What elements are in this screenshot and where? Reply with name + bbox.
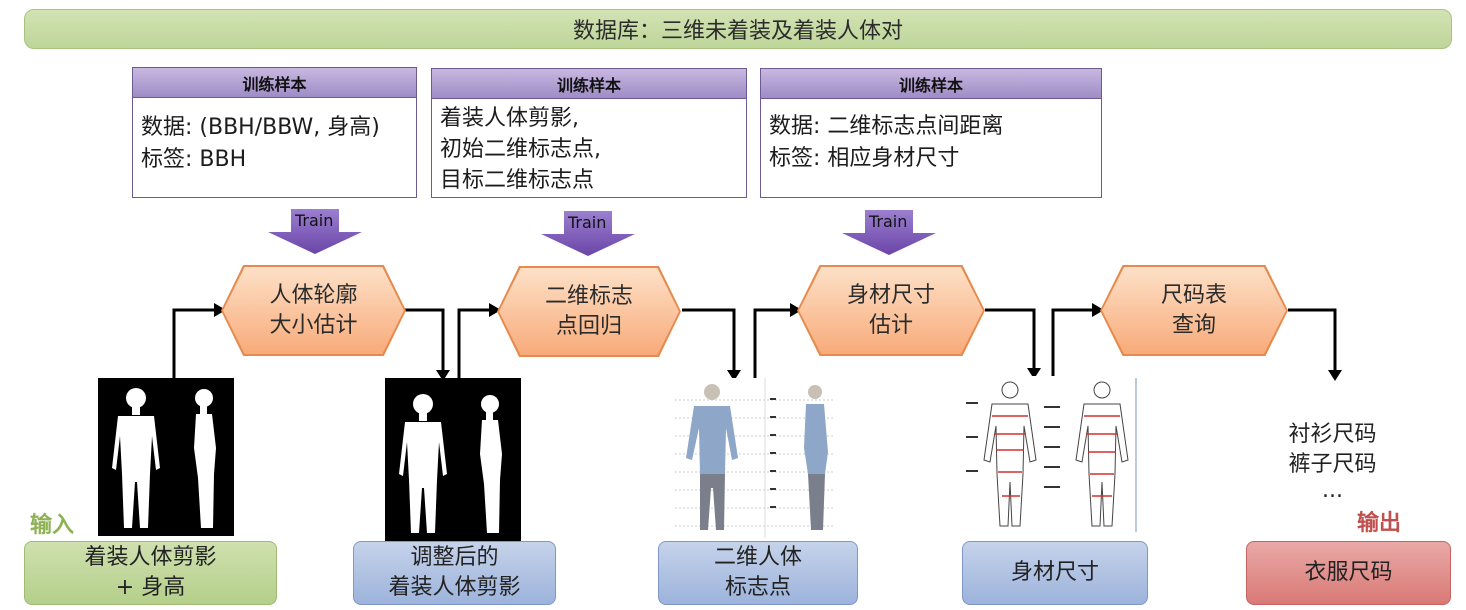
- box-line: 身材尺寸: [1010, 560, 1099, 585]
- box-line: 二维人体: [713, 545, 802, 570]
- sample-line: 数据: 二维标志点间距离: [769, 114, 1004, 139]
- connector-line: [753, 308, 790, 378]
- training-sample-3: 训练样本 数据: 二维标志点间距离 标签: 相应身材尺寸: [760, 68, 1102, 198]
- size-list: 衬衫尺码 裤子尺码 ...: [1270, 420, 1395, 502]
- process-line: 查询: [1171, 312, 1216, 338]
- connector-line: [1288, 308, 1337, 370]
- ellipsis: ...: [1322, 478, 1343, 503]
- box-line: + 身高: [115, 575, 186, 600]
- input-label: 输入: [30, 513, 75, 538]
- connector-line: [172, 308, 214, 378]
- sample-line: 着装人体剪影,: [440, 106, 579, 131]
- box-line: 标志点: [724, 575, 791, 600]
- sample-line: 初始二维标志点,: [440, 137, 601, 162]
- database-banner: 数据库：三维未着装及着装人体对: [24, 9, 1452, 49]
- arrow-head: [1027, 368, 1041, 379]
- landmark-figure: [670, 378, 840, 538]
- measurement-drawing: [966, 378, 1137, 532]
- landmark-drawing: [675, 378, 835, 538]
- process-measurement-estimation: 身材尺寸估计: [799, 267, 983, 354]
- adjusted-silhouette-box: 调整后的着装人体剪影: [353, 541, 556, 605]
- connector-line: [1051, 308, 1092, 376]
- sample-header: 训练样本: [761, 69, 1101, 99]
- output-label: 输出: [1357, 511, 1402, 536]
- landmarks-box: 二维人体标志点: [658, 541, 858, 605]
- silhouette-figures: [112, 388, 216, 528]
- process-line: 点回归: [555, 313, 622, 339]
- sample-line: 标签: BBH: [141, 147, 247, 172]
- arrow-head: [790, 303, 802, 317]
- arrow-head: [214, 303, 226, 317]
- box-line: 着装人体剪影: [84, 545, 217, 570]
- connector-line: [405, 308, 445, 370]
- connector-line: [682, 308, 736, 370]
- process-line: 二维标志: [544, 283, 633, 309]
- clothing-size-box: 衣服尺码: [1246, 541, 1451, 605]
- sample-header: 训练样本: [133, 68, 416, 98]
- process-body-size-estimation: 人体轮廓大小估计: [223, 267, 404, 354]
- process-line: 大小估计: [269, 312, 358, 338]
- training-sample-1: 训练样本 数据: (BBH/BBW, 身高) 标签: BBH: [132, 67, 417, 198]
- train-arrow: [268, 209, 362, 254]
- box-line: 调整后的: [410, 545, 499, 570]
- sample-header: 训练样本: [432, 69, 746, 99]
- shirt-size: 衬衫尺码: [1288, 422, 1377, 447]
- arrow-head: [436, 370, 450, 381]
- measurement-figure: [962, 376, 1146, 536]
- silhouette-figures: [399, 394, 502, 533]
- box-line: 衣服尺码: [1304, 560, 1393, 585]
- arrow-head: [489, 303, 501, 317]
- box-line: 着装人体剪影: [388, 575, 521, 600]
- connector-line: [985, 308, 1036, 368]
- adjusted-silhouette-image: [385, 378, 521, 541]
- train-arrow: [842, 210, 936, 255]
- arrow-head: [1092, 303, 1104, 317]
- input-silhouette-image: [98, 378, 234, 536]
- process-line: 身材尺寸: [846, 282, 935, 308]
- pants-size: 裤子尺码: [1288, 452, 1377, 477]
- sample-line: 标签: 相应身材尺寸: [769, 146, 960, 171]
- database-title: 数据库：三维未着装及着装人体对: [572, 19, 903, 44]
- train-arrow: [541, 211, 635, 256]
- sample-line: 目标二维标志点: [440, 168, 595, 193]
- process-size-chart-lookup: 尺码表查询: [1102, 267, 1286, 354]
- arrow-head: [1328, 370, 1342, 381]
- connector-line: [457, 308, 489, 378]
- process-line: 估计: [868, 312, 913, 338]
- train-label: Train: [869, 212, 908, 231]
- arrow-head: [727, 370, 741, 381]
- train-label: Train: [295, 211, 334, 230]
- process-line: 尺码表: [1160, 282, 1227, 308]
- train-label: Train: [568, 213, 607, 232]
- training-sample-2: 训练样本 着装人体剪影, 初始二维标志点, 目标二维标志点: [431, 68, 747, 198]
- sample-line: 数据: (BBH/BBW, 身高): [141, 115, 380, 140]
- process-landmark-regression: 二维标志点回归: [499, 268, 679, 355]
- process-line: 人体轮廓: [269, 282, 358, 308]
- input-box: 着装人体剪影 + 身高: [24, 541, 277, 605]
- measurements-box: 身材尺寸: [962, 541, 1148, 605]
